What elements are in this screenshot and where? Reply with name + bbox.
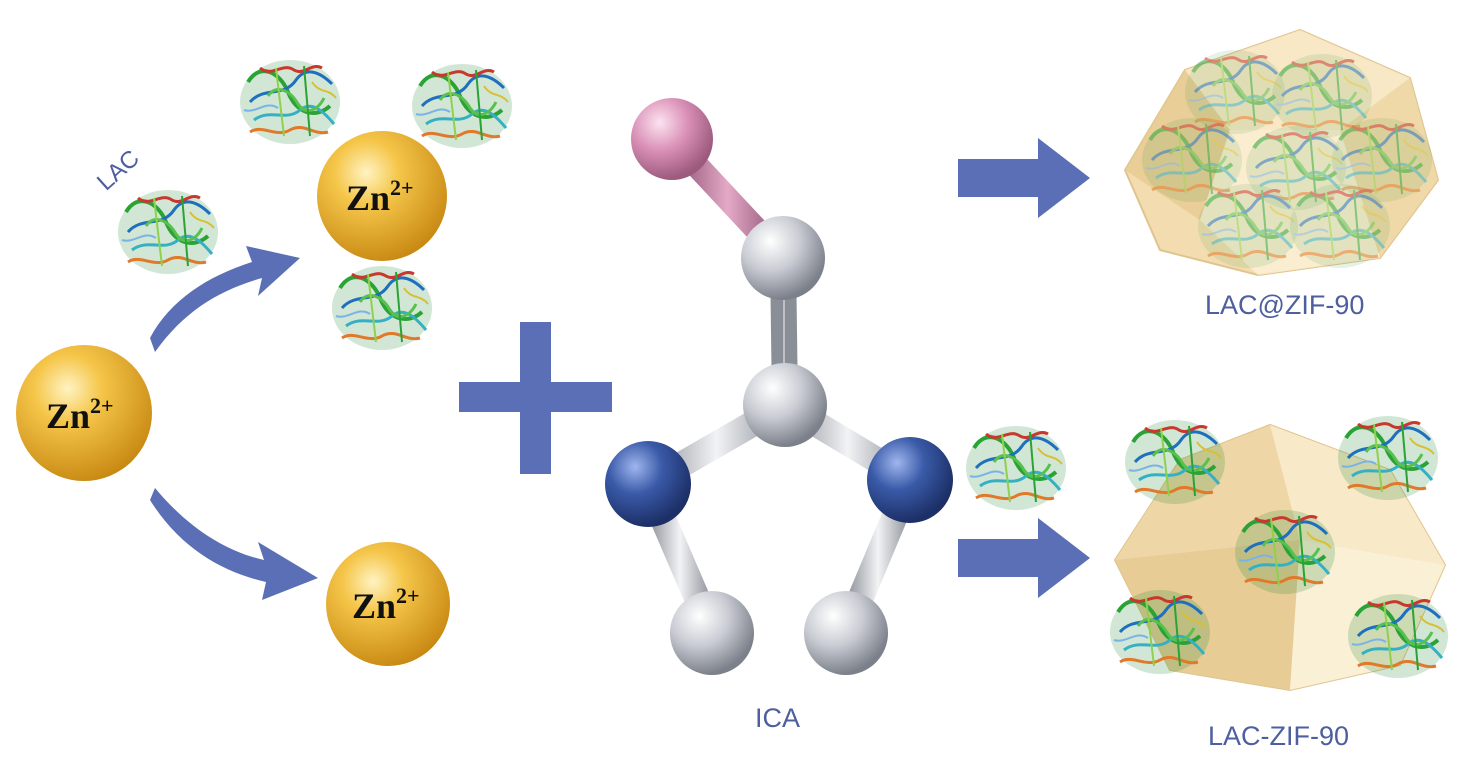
lac-zif90-label: LAC-ZIF-90 bbox=[1208, 721, 1350, 751]
svg-text:Zn2+: Zn2+ bbox=[46, 393, 114, 436]
protein-cluster-icon bbox=[116, 188, 220, 276]
curved-arrow-icon bbox=[150, 488, 318, 600]
zn-ion-lac-bound bbox=[317, 131, 447, 261]
carbon-atom bbox=[741, 216, 825, 300]
zif-crystal-encapsulated bbox=[1123, 28, 1440, 277]
protein-cluster-icon bbox=[410, 62, 514, 150]
protein-cluster-icon bbox=[964, 424, 1068, 512]
curved-arrow-icon bbox=[150, 246, 300, 352]
ica-molecule bbox=[605, 98, 953, 675]
protein-cluster-icon bbox=[330, 264, 434, 352]
svg-text:Zn2+: Zn2+ bbox=[352, 583, 420, 626]
protein-cluster-icon bbox=[238, 58, 342, 146]
carbon-atom bbox=[804, 591, 888, 675]
block-arrow-icon bbox=[958, 518, 1090, 598]
nitrogen-atom bbox=[605, 441, 691, 527]
zn-label-bottom: Zn2+ bbox=[352, 583, 420, 626]
zn-ion-left bbox=[16, 345, 152, 481]
zn-label-left: Zn2+ bbox=[46, 393, 114, 436]
svg-text:Zn2+: Zn2+ bbox=[346, 175, 414, 218]
nitrogen-atom bbox=[867, 437, 953, 523]
plus-sign-icon bbox=[459, 322, 612, 474]
ica-label: ICA bbox=[755, 703, 801, 733]
carbon-atom bbox=[743, 363, 827, 447]
zif-crystal-surface bbox=[1108, 414, 1450, 692]
zn-ion-free bbox=[326, 542, 450, 666]
zn-label-top: Zn2+ bbox=[346, 175, 414, 218]
carbon-atom bbox=[670, 591, 754, 675]
block-arrow-icon bbox=[958, 138, 1090, 218]
oxygen-atom bbox=[631, 98, 713, 180]
lac-at-zif90-label: LAC@ZIF-90 bbox=[1205, 290, 1365, 320]
